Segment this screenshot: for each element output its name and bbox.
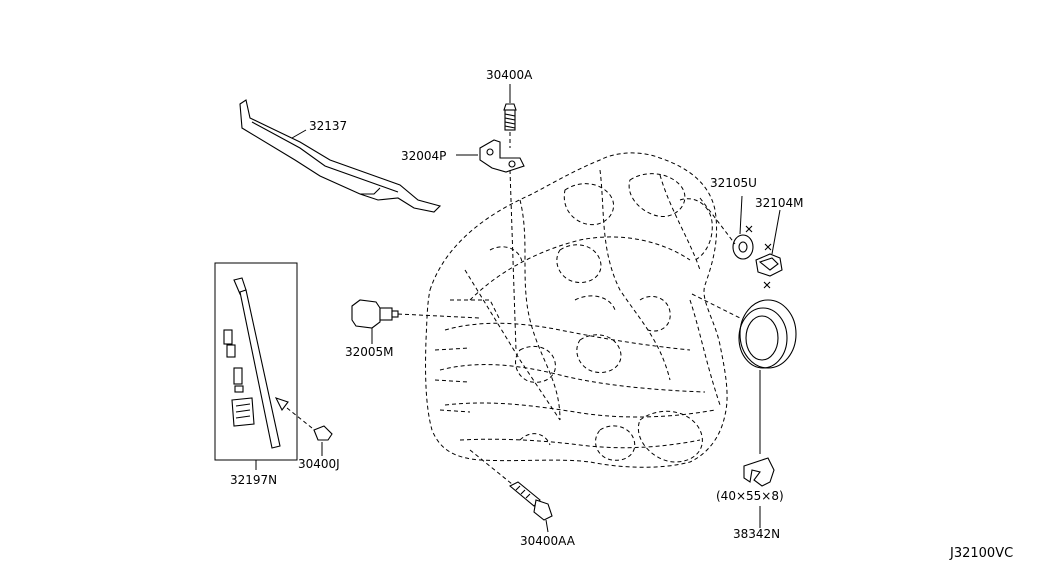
transmission-case (425, 152, 728, 468)
washer-32105u (699, 195, 754, 260)
bolt-30400a (503, 84, 517, 148)
label-32137: 32137 (309, 119, 347, 133)
oil-seal-38342n (691, 293, 797, 528)
label-32197n: 32197N (230, 473, 277, 487)
diagram-code: J32100VC (949, 546, 1013, 561)
dipstick-kit-32197n (214, 262, 298, 470)
label-32004p: 32004P (401, 149, 446, 163)
label-32005m: 32005M (345, 345, 394, 359)
bolt-32104m (755, 209, 783, 289)
bolt-30400aa (469, 449, 553, 533)
sensor-32005m (351, 299, 481, 344)
label-30400a: 30400A (486, 68, 533, 82)
bracket-32004p (479, 139, 525, 351)
label-32105u: 32105U (710, 176, 757, 190)
clip-30400j (274, 397, 333, 456)
label-32104m: 32104M (755, 196, 804, 210)
label-30400j: 30400J (298, 457, 340, 471)
lever-32137 (239, 99, 442, 213)
label-30400aa: 30400AA (520, 534, 576, 548)
label-38342n: 38342N (733, 527, 780, 541)
seal-size: (40×55×8) (716, 489, 784, 503)
